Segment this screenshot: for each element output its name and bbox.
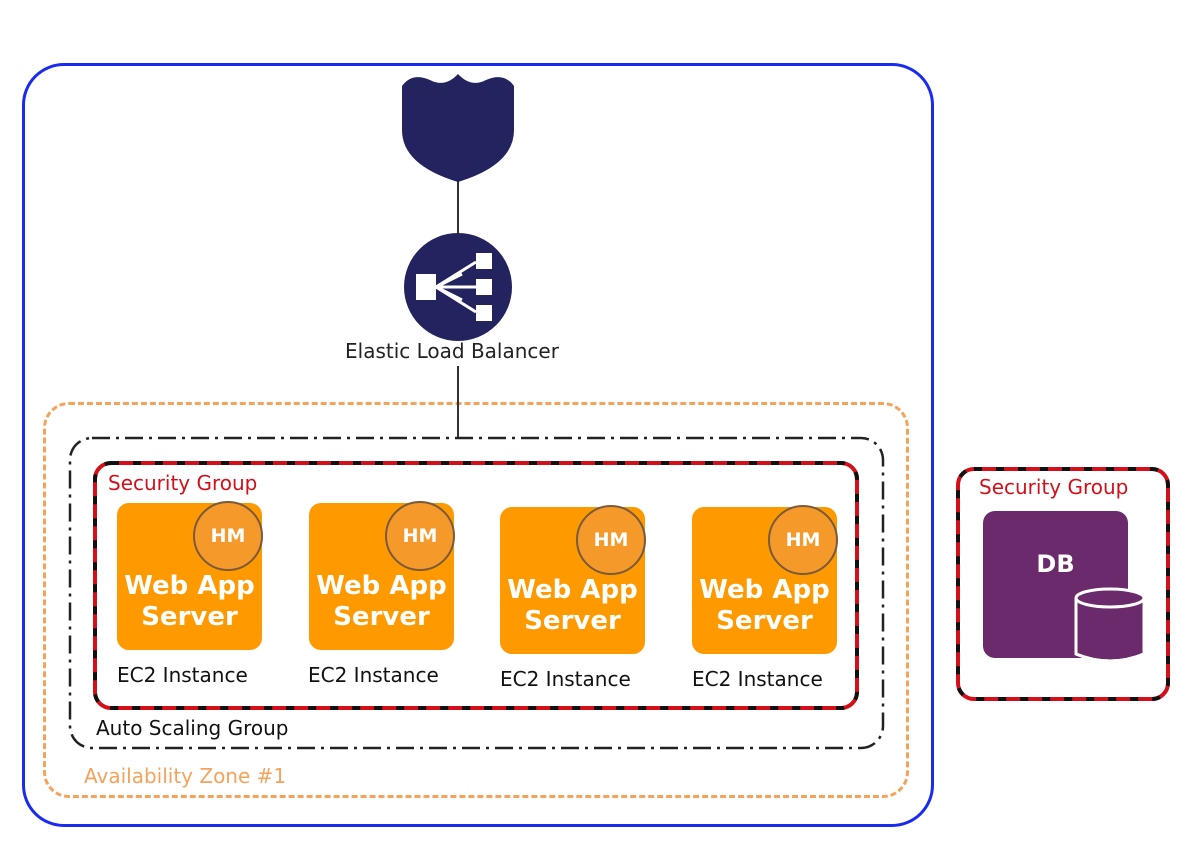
- web-app-server-3: HM Web App Server: [500, 505, 646, 654]
- database-label: DB: [1036, 550, 1075, 578]
- server-title-line1: Web App: [699, 575, 830, 605]
- health-monitor-badge: HM: [193, 501, 263, 571]
- web-app-server-4: HM Web App Server: [692, 505, 838, 654]
- server-title: Web App Server: [692, 575, 837, 637]
- security-group-web-label: Security Group: [108, 471, 258, 495]
- security-group-db-label: Security Group: [979, 475, 1129, 499]
- web-app-server-2: HM Web App Server: [309, 501, 455, 650]
- health-monitor-badge: HM: [385, 501, 455, 571]
- security-group-db-boundary: [956, 467, 1170, 701]
- server-title: Web App Server: [117, 571, 262, 633]
- availability-zone-boundary: [43, 402, 909, 798]
- elb-label: Elastic Load Balancer: [345, 339, 559, 363]
- server-title-line1: Web App: [316, 571, 447, 601]
- auto-scaling-group-label: Auto Scaling Group: [96, 716, 289, 740]
- server-title-line1: Web App: [507, 575, 638, 605]
- server-title-line2: Server: [524, 606, 621, 636]
- security-group-web-boundary: [93, 461, 859, 710]
- server-title-line1: Web App: [124, 571, 255, 601]
- health-monitor-badge: HM: [576, 505, 646, 575]
- ec2-instance-caption: EC2 Instance: [117, 663, 248, 687]
- health-monitor-badge: HM: [768, 505, 838, 575]
- elastic-load-balancer-icon: [404, 233, 512, 341]
- server-title: Web App Server: [500, 575, 645, 637]
- server-title-line2: Server: [333, 602, 430, 632]
- region-boundary: [22, 63, 934, 827]
- web-app-server-1: HM Web App Server: [117, 501, 263, 650]
- server-title-line2: Server: [716, 606, 813, 636]
- server-title-line2: Server: [141, 602, 238, 632]
- ec2-instance-caption: EC2 Instance: [308, 663, 439, 687]
- database-cylinder-icon: [1074, 587, 1146, 663]
- server-title: Web App Server: [309, 571, 454, 633]
- ec2-instance-caption: EC2 Instance: [692, 667, 823, 691]
- ec2-instance-caption: EC2 Instance: [500, 667, 631, 691]
- internet-gateway-shield-icon: [402, 74, 514, 182]
- availability-zone-label: Availability Zone #1: [84, 764, 287, 788]
- auto-scaling-group-boundary: [68, 436, 885, 750]
